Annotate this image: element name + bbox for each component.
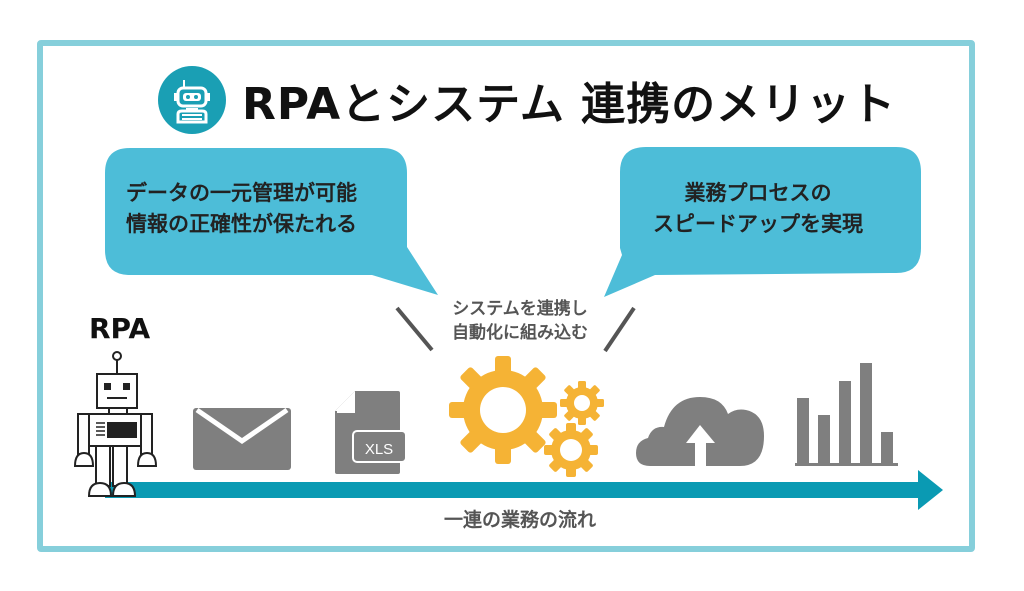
bar-chart-icon — [795, 363, 898, 466]
center-caption-line-1: システムを連携し — [452, 299, 588, 319]
flow-label: 一連の業務の流れ — [443, 509, 596, 531]
small-gear-top — [560, 381, 604, 425]
page-title: RPAとシステム 連携のメリット — [242, 79, 897, 130]
flow-arrow — [105, 470, 943, 510]
center-caption-line-2: 自動化に組み込む — [452, 323, 588, 343]
xls-label: XLS — [365, 441, 393, 458]
emphasis-line-right — [603, 306, 636, 353]
robot-icon — [158, 66, 226, 134]
speech-bubble-right — [604, 147, 921, 297]
xls-file-icon: XLS — [335, 391, 407, 474]
small-gear-bottom — [544, 423, 598, 477]
bubble-right-line-1: 業務プロセスの — [684, 181, 832, 205]
rpa-robot-icon — [73, 351, 158, 497]
speech-bubble-left — [105, 148, 438, 295]
gears-icon — [449, 356, 604, 477]
speech-bubble-left-text: データの一元管理が可能 情報の正確性が保たれる — [126, 178, 357, 240]
large-gear — [449, 356, 557, 464]
speech-bubble-right-text: 業務プロセスの スピードアップを実現 — [620, 178, 896, 240]
envelope-icon — [193, 407, 291, 470]
bubble-right-line-2: スピードアップを実現 — [653, 212, 863, 236]
title-block: RPAとシステム 連携のメリット — [158, 64, 896, 136]
emphasis-line-left — [395, 306, 434, 352]
bubble-left-line-1: データの一元管理が可能 — [126, 181, 357, 205]
center-caption: システムを連携し 自動化に組み込む — [430, 297, 610, 345]
cloud-upload-icon — [636, 397, 764, 467]
content-frame — [37, 40, 975, 552]
bubble-left-line-2: 情報の正確性が保たれる — [126, 212, 357, 236]
rpa-label: RPA — [89, 312, 151, 345]
